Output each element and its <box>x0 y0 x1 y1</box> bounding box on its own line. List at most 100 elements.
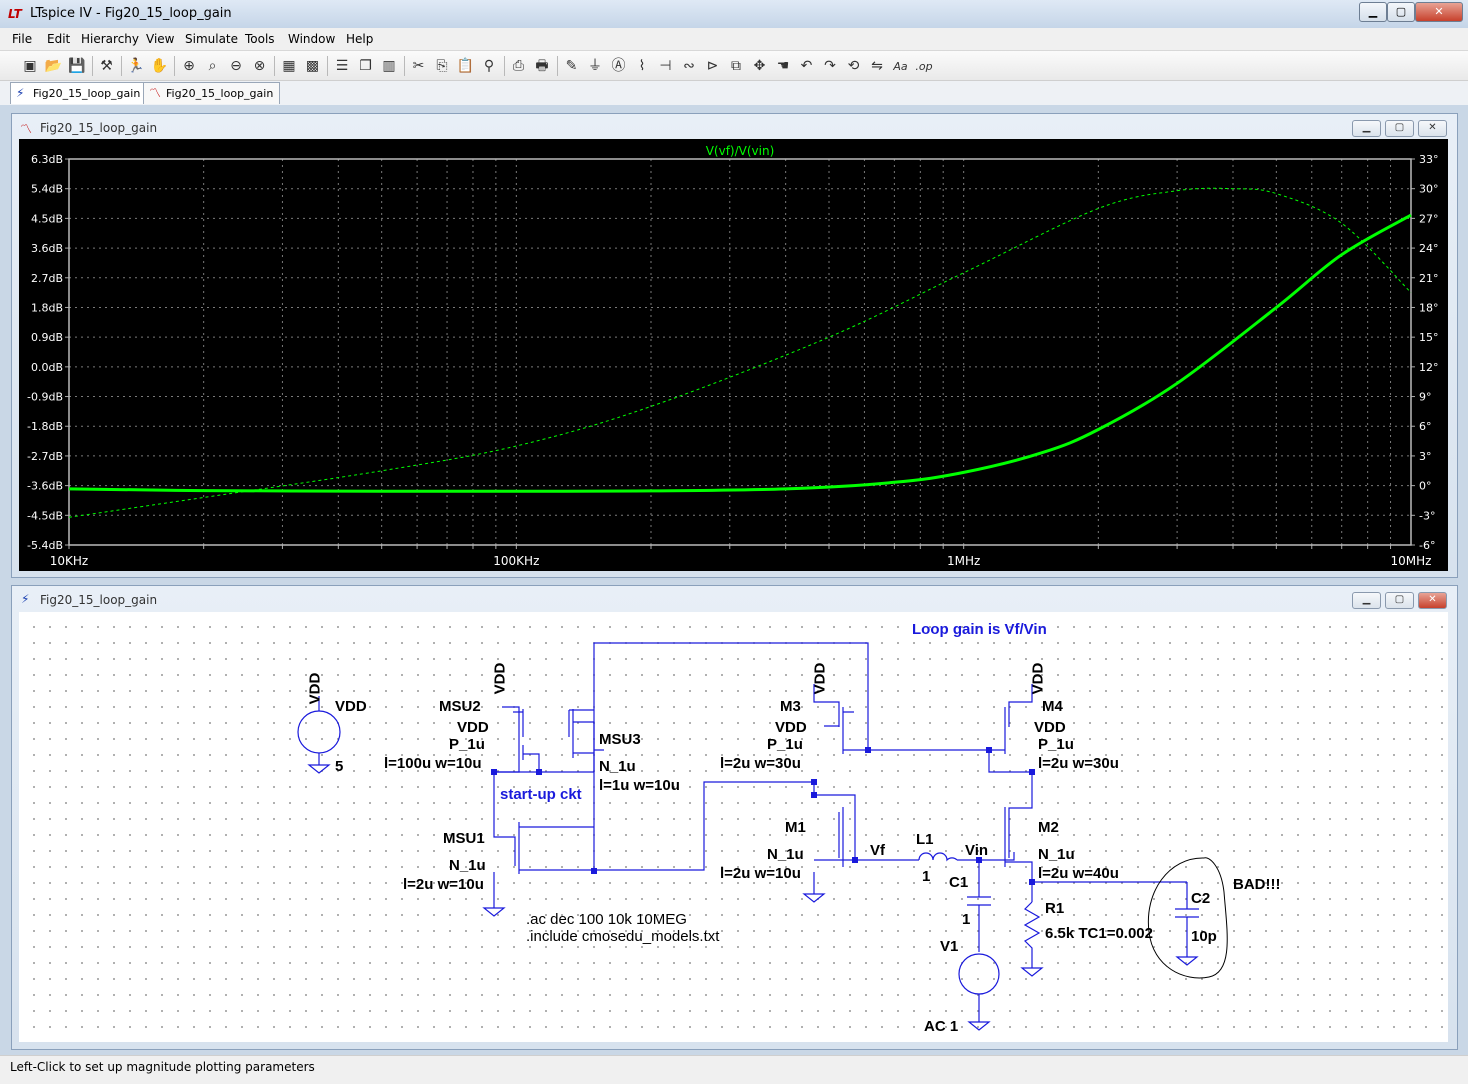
print-button[interactable]: 🖶 <box>532 56 552 76</box>
tab-schematic[interactable]: ⚡Fig20_15_loop_gain <box>10 82 148 104</box>
m4-model[interactable]: P_1u <box>1038 736 1074 753</box>
v1-value[interactable]: AC 1 <box>924 1018 959 1035</box>
vdd-source-name[interactable]: VDD <box>335 698 367 715</box>
r1-value[interactable]: 6.5k TC1=0.002 <box>1045 925 1153 942</box>
c2-name[interactable]: C2 <box>1191 890 1211 907</box>
capacitor-icon: ⊣ <box>659 58 672 74</box>
open-button[interactable]: 📂 <box>44 56 64 76</box>
cascade-button[interactable]: ❐ <box>356 56 376 76</box>
menu-view[interactable]: View <box>146 32 175 46</box>
vdd-source-value[interactable]: 5 <box>335 758 344 775</box>
minimize-button[interactable]: ▁ <box>1359 2 1387 22</box>
control-panel-button[interactable]: ⚒ <box>97 56 117 76</box>
cancel-zoom-button[interactable]: ⊗ <box>250 56 270 76</box>
drag-button[interactable]: ☚ <box>773 56 793 76</box>
msu3-model[interactable]: N_1u <box>599 758 636 775</box>
menu-edit[interactable]: Edit <box>47 32 71 46</box>
plot-close-button[interactable]: ✕ <box>1418 120 1447 137</box>
m3-name[interactable]: M3 <box>780 698 801 715</box>
msu3-name[interactable]: MSU3 <box>599 731 641 748</box>
msu3-size[interactable]: l=1u w=10u <box>599 777 680 794</box>
m1-model[interactable]: N_1u <box>767 846 804 863</box>
capacitor-button[interactable]: ⊣ <box>656 56 676 76</box>
include-directive[interactable]: .include cmosedu_models.txt <box>526 928 720 945</box>
ground-icon: ⏚ <box>588 58 602 74</box>
c1-name[interactable]: C1 <box>949 874 969 891</box>
menu-tools[interactable]: Tools <box>245 32 275 46</box>
mirror-button[interactable]: ⇋ <box>867 56 887 76</box>
maximize-button[interactable]: ▢ <box>1387 2 1415 22</box>
zoom-out-button[interactable]: ⊖ <box>226 56 246 76</box>
halt-button[interactable]: ✋ <box>150 56 170 76</box>
m3-size[interactable]: l=2u w=30u <box>720 755 801 772</box>
zoom-in-button[interactable]: ⊕ <box>179 56 199 76</box>
m2-model[interactable]: N_1u <box>1038 846 1075 863</box>
run-button[interactable]: 🏃 <box>126 56 146 76</box>
draw-wire-button[interactable]: ✎ <box>562 56 582 76</box>
resistor-button[interactable]: ⌇ <box>632 56 652 76</box>
m3-model[interactable]: P_1u <box>767 736 803 753</box>
ground-button[interactable]: ⏚ <box>585 56 605 76</box>
schematic-close-button[interactable]: ✕ <box>1418 592 1447 609</box>
paste-button[interactable]: 📋 <box>456 56 476 76</box>
plot-minimize-button[interactable]: ▁ <box>1352 120 1381 137</box>
run-icon: 🏃 <box>127 58 145 74</box>
print-preview-button[interactable]: ⎙ <box>509 56 529 76</box>
copy-button[interactable]: ⎘ <box>432 56 452 76</box>
msu2-model[interactable]: P_1u <box>449 736 485 753</box>
redo-button[interactable]: ↷ <box>820 56 840 76</box>
m2-name[interactable]: M2 <box>1038 819 1059 836</box>
v1-name[interactable]: V1 <box>940 938 959 955</box>
m1-name[interactable]: M1 <box>785 819 806 836</box>
m4-name[interactable]: M4 <box>1042 698 1063 715</box>
tab-waveform[interactable]: 〽Fig20_15_loop_gain <box>143 82 281 104</box>
schematic-minimize-button[interactable]: ▁ <box>1352 592 1381 609</box>
move-button[interactable]: ✥ <box>750 56 770 76</box>
menu-simulate[interactable]: Simulate <box>185 32 239 46</box>
r1-name[interactable]: R1 <box>1045 900 1065 917</box>
schematic-canvas[interactable]: Loop gain is Vf/Vin VDD VDD 5 VDD MSU2 V… <box>19 612 1448 1042</box>
rotate-button[interactable]: ⟲ <box>844 56 864 76</box>
new-schematic-button[interactable]: ▣ <box>20 56 40 76</box>
save-button[interactable]: 💾 <box>67 56 87 76</box>
menu-help[interactable]: Help <box>346 32 374 46</box>
spice-directive-button[interactable]: .op <box>914 56 934 76</box>
label-net-button[interactable]: Ⓐ <box>609 56 629 76</box>
msu1-name[interactable]: MSU1 <box>443 830 485 847</box>
autorange-button[interactable]: ▦ <box>279 56 299 76</box>
c2-value[interactable]: 10p <box>1191 928 1217 945</box>
tile-horizontal-button[interactable]: ☰ <box>332 56 352 76</box>
c1-value[interactable]: 1 <box>962 911 971 928</box>
l1-name[interactable]: L1 <box>916 831 934 848</box>
close-button[interactable]: ✕ <box>1415 2 1463 22</box>
schematic-maximize-button[interactable]: ▢ <box>1385 592 1414 609</box>
ac-directive[interactable]: .ac dec 100 10k 10MEG <box>526 911 687 928</box>
menu-file[interactable]: File <box>12 32 33 46</box>
msu1-model[interactable]: N_1u <box>449 857 486 874</box>
menu-hierarchy[interactable]: Hierarchy <box>81 32 140 46</box>
component-button[interactable]: ⧉ <box>726 56 746 76</box>
l1-value[interactable]: 1 <box>922 868 931 885</box>
m2-size[interactable]: l=2u w=40u <box>1038 865 1119 882</box>
undo-button[interactable]: ↶ <box>797 56 817 76</box>
m1-size[interactable]: l=2u w=10u <box>720 865 801 882</box>
tile-vertical-button[interactable]: ▥ <box>379 56 399 76</box>
m4-size[interactable]: l=2u w=30u <box>1038 755 1119 772</box>
text-button[interactable]: Aa <box>891 56 911 76</box>
grid-button[interactable]: ▩ <box>303 56 323 76</box>
rotate-icon: ⟲ <box>847 58 860 74</box>
msu2-size[interactable]: l=100u w=10u <box>384 755 482 772</box>
zoom-fit-button[interactable]: ⌕ <box>203 56 223 76</box>
msu2-name[interactable]: MSU2 <box>439 698 481 715</box>
diode-icon: ⊳ <box>706 58 719 74</box>
plot-maximize-button[interactable]: ▢ <box>1385 120 1414 137</box>
menu-window[interactable]: Window <box>288 32 336 46</box>
inductor-button[interactable]: ∾ <box>679 56 699 76</box>
cut-button[interactable]: ✂ <box>409 56 429 76</box>
diode-button[interactable]: ⊳ <box>703 56 723 76</box>
find-button[interactable]: ⚲ <box>479 56 499 76</box>
toolbar-separator <box>121 56 122 76</box>
msu1-size[interactable]: l=2u w=10u <box>403 876 484 893</box>
